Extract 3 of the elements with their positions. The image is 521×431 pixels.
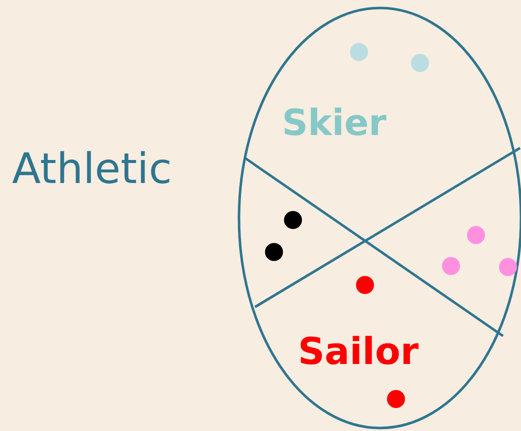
group-label: Skier [282, 106, 386, 142]
category-label: Athletic [12, 148, 172, 190]
group-label: Sailor [298, 333, 419, 370]
